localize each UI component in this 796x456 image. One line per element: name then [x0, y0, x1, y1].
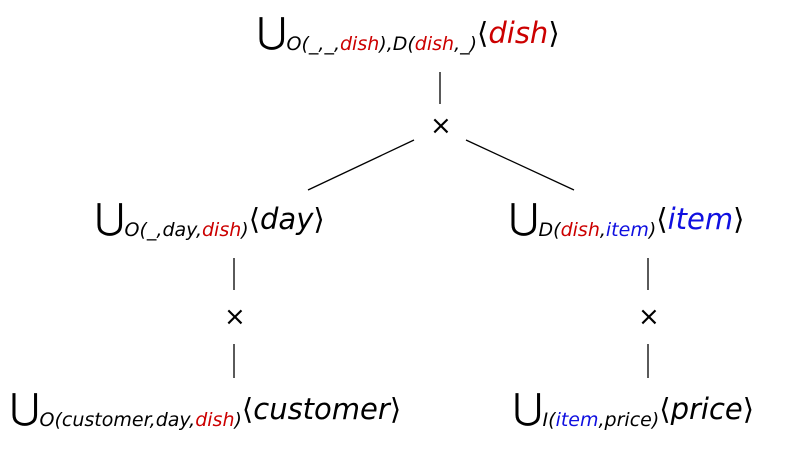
subscript-token: , [598, 409, 605, 431]
subscript-token: O( [39, 409, 62, 431]
subscript-token: ),D( [379, 33, 415, 55]
subscript-token: ) [241, 219, 249, 241]
union-symbol: ⋃ [10, 387, 40, 428]
subscript-token: , [156, 219, 163, 241]
left-mid-union-node: ⋃O(_,day,dish)⟨day⟩ [95, 197, 325, 240]
left-angle-bracket: ⟨ [241, 392, 254, 426]
left-product-symbol: × [224, 302, 246, 332]
right-angle-bracket: ⟩ [313, 202, 325, 236]
left-angle-bracket: ⟨ [659, 392, 671, 426]
label-text: price [670, 392, 743, 426]
subscript-token: , [195, 219, 202, 241]
right-angle-bracket: ⟩ [742, 392, 755, 426]
union-symbol: ⋃ [95, 197, 125, 238]
subscript-token: _ [460, 33, 470, 55]
label-text: dish [488, 16, 549, 50]
label-text: customer [253, 392, 390, 426]
union-subscript: I(item,price) [543, 409, 660, 431]
left-angle-bracket: ⟨ [477, 16, 489, 50]
union-subscript: D(dish,item) [539, 219, 657, 241]
subscript-token: ) [651, 409, 660, 431]
subscript-token: _ [146, 219, 157, 241]
union-subscript: O(customer,day,dish) [40, 409, 242, 431]
subscript-token: , [599, 219, 606, 241]
subscript-token: item [555, 409, 599, 431]
right-leaf-union-node: ⋃I(item,price)⟨price⟩ [513, 387, 754, 430]
subscript-token: , [149, 409, 156, 431]
right-angle-bracket: ⟩ [389, 392, 402, 426]
node-label: ⟨dish⟩ [477, 16, 560, 50]
subscript-token: dish [340, 33, 380, 55]
subscript-token: , [189, 409, 196, 431]
subscript-token: dish [414, 33, 455, 55]
union-symbol: ⋃ [257, 11, 287, 52]
root-product-symbol: × [430, 111, 452, 141]
subscript-token: ) [234, 409, 242, 431]
subscript-token: _ [308, 33, 319, 55]
left-angle-bracket: ⟨ [656, 202, 668, 236]
node-label: ⟨item⟩ [656, 202, 744, 236]
root-union-node: ⋃O(_,_,dish),D(dish,_)⟨dish⟩ [257, 11, 560, 54]
left-angle-bracket: ⟨ [248, 202, 261, 236]
subscript-token: O( [286, 33, 309, 55]
left-leaf-union-node: ⋃O(customer,day,dish)⟨customer⟩ [10, 387, 401, 430]
right-angle-bracket: ⟩ [733, 202, 745, 236]
node-label: ⟨customer⟩ [242, 392, 401, 426]
union-symbol: ⋃ [513, 387, 543, 428]
subscript-token: dish [201, 219, 242, 241]
right-mid-union-node: ⋃D(dish,item)⟨item⟩ [509, 197, 744, 240]
right-product-symbol: × [638, 302, 660, 332]
right-angle-bracket: ⟩ [548, 16, 560, 50]
edge-times-to-right [465, 139, 575, 191]
union-subscript: O(_,day,dish) [125, 219, 249, 241]
subscript-token: dish [560, 219, 600, 241]
subscript-token: , [333, 33, 340, 55]
subscript-token: , [454, 33, 461, 55]
subscript-token: day [162, 219, 196, 241]
subscript-token: price [604, 409, 652, 431]
subscript-token: D( [538, 219, 561, 241]
edge-times-to-left [307, 139, 415, 191]
union-subscript: O(_,_,dish),D(dish,_) [287, 33, 478, 55]
union-symbol: ⋃ [509, 197, 539, 238]
label-text: item [667, 202, 734, 236]
subscript-token: day [155, 409, 190, 431]
subscript-token: O( [124, 219, 147, 241]
node-label: ⟨price⟩ [659, 392, 754, 426]
subscript-token: I( [542, 409, 556, 431]
subscript-token: ) [469, 33, 478, 55]
subscript-token: , [318, 33, 325, 55]
subscript-token: _ [324, 33, 334, 55]
subscript-token: dish [195, 409, 235, 431]
label-text: day [260, 202, 314, 236]
node-label: ⟨day⟩ [249, 202, 325, 236]
subscript-token: item [605, 219, 649, 241]
subscript-token: customer [61, 409, 150, 431]
subscript-token: ) [648, 219, 657, 241]
